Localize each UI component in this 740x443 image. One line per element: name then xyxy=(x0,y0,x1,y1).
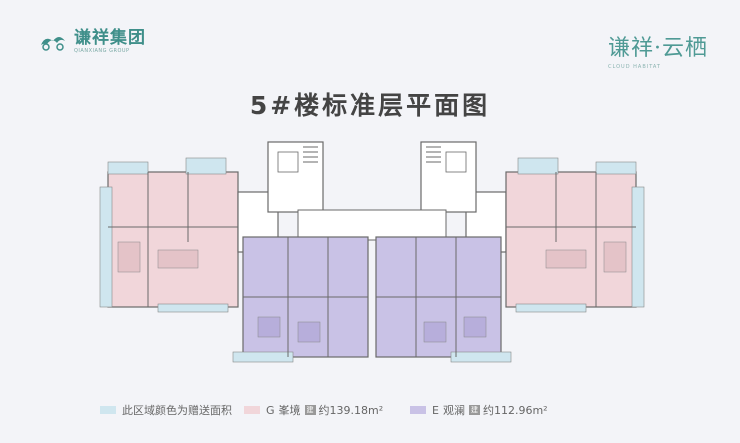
type-e-badge: 建 xyxy=(468,405,480,415)
central-corridor xyxy=(297,209,447,241)
gift-swatch xyxy=(100,406,116,414)
type-g-letter: G xyxy=(266,403,275,417)
brand-logo-right: 谦祥·云栖 CLOUD HABITAT xyxy=(608,30,708,70)
type-e-letter: E xyxy=(432,403,439,417)
brand-logo-left: 谦祥集团 QIANXIANG GROUP xyxy=(38,30,146,54)
legend-gift: 此区域颜色为赠送面积 xyxy=(100,402,232,418)
type-e-area: 约112.96m² xyxy=(482,404,548,417)
type-e-name: 观澜 xyxy=(442,404,465,417)
project-name: 谦祥·云栖 xyxy=(608,36,708,61)
core-left xyxy=(237,141,324,253)
project-en: CLOUD HABITAT xyxy=(608,64,661,70)
type-g-area: 约139.18m² xyxy=(318,404,384,417)
cloud-logo-icon xyxy=(41,37,65,51)
legend-type-e: E 观澜 建 约112.96m² xyxy=(410,402,548,418)
page-title: 5#楼标准层平面图 xyxy=(249,91,491,120)
unit-e-right xyxy=(375,236,512,363)
brand-name-left: 谦祥集团 xyxy=(74,28,146,48)
type-g-swatch xyxy=(244,406,260,414)
unit-g-right xyxy=(505,157,645,313)
type-g-badge: 建 xyxy=(304,405,316,415)
unit-g-left xyxy=(99,157,239,313)
legend-type-g: G 峯境 建 约139.18m² xyxy=(244,402,383,418)
gift-label: 此区域颜色为赠送面积 xyxy=(122,404,232,417)
type-e-swatch xyxy=(410,406,426,414)
brand-en-left: QIANXIANG GROUP xyxy=(74,48,130,54)
type-g-name: 峯境 xyxy=(278,404,301,417)
floor-plan xyxy=(99,141,645,363)
unit-e-left xyxy=(232,236,369,363)
